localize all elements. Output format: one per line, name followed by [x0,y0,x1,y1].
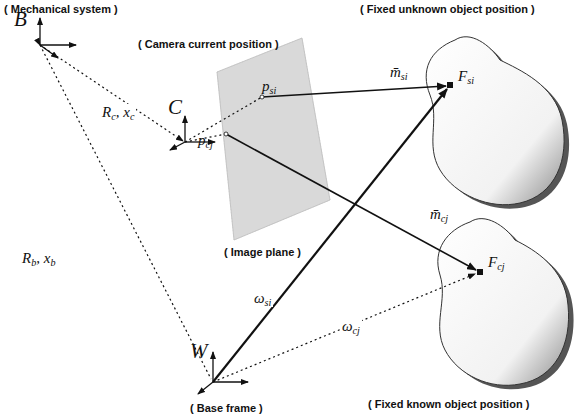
pose-label: Rc, xc [100,104,136,121]
caption-label: ( Base frame ) [190,402,263,414]
caption-label: ( Camera current position ) [138,38,279,50]
known-object [438,219,574,390]
frame-name: W [190,340,208,363]
frame-axes [170,116,215,150]
vector-label: m̄cj [428,206,450,223]
frame-name: B [14,8,27,31]
point-label: psi [262,78,276,95]
point-label: Fsi [458,68,474,85]
camera-pose-line [40,45,183,141]
unknown-object [426,37,569,209]
vector-omega-cj [213,274,475,382]
vector-label: m̄si [388,64,410,81]
caption-label: ( Image plane ) [224,246,301,258]
caption-label: ( Fixed unknown object position ) [360,3,535,15]
vector-label: ωcj [340,318,362,335]
ray-dotted [185,97,262,142]
image-point [260,95,264,99]
image-point [224,132,228,136]
ray-msi [262,86,446,97]
vector-label: ωsi [252,290,273,307]
feature-point [477,269,483,275]
frame-name: C [168,96,182,119]
base-pose-line [40,45,211,379]
frame-axes [40,18,76,58]
feature-point [447,82,453,88]
pose-label: Rb, xb [20,250,58,267]
caption-label: ( Fixed known object position ) [368,398,529,410]
point-label: pcj [198,132,213,149]
vector-omega-si [213,89,447,382]
point-label: Fcj [488,254,505,271]
